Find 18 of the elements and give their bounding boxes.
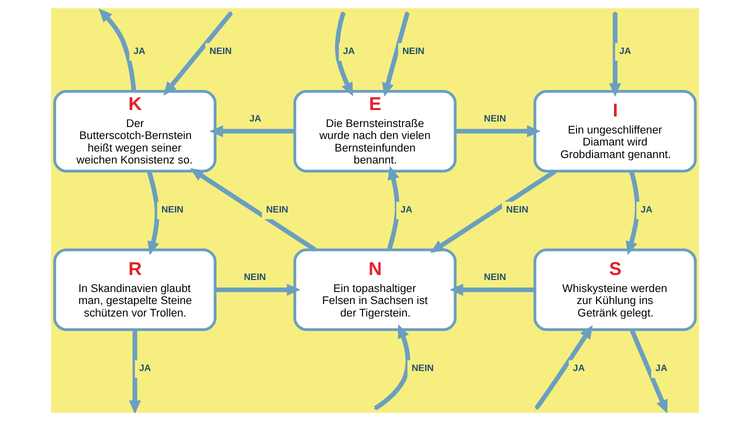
- edge-label: NEIN: [506, 204, 528, 214]
- edge-label: JA: [343, 46, 355, 56]
- edge-label: JA: [640, 204, 652, 214]
- edge-label: JA: [400, 204, 412, 214]
- edge-label: JA: [572, 362, 585, 373]
- edge-label: NEIN: [161, 204, 184, 214]
- edge-label: JA: [134, 46, 146, 56]
- edge-label: NEIN: [210, 46, 232, 56]
- edge-label: NEIN: [244, 272, 266, 282]
- edge-label: JA: [249, 114, 262, 124]
- edge-label: NEIN: [484, 272, 506, 282]
- edge-label: NEIN: [484, 114, 506, 124]
- edge-label: JA: [139, 362, 151, 373]
- edge-label: NEIN: [412, 362, 434, 373]
- edge-label: JA: [619, 46, 632, 56]
- edge-label: JA: [655, 362, 668, 373]
- edge-label: NEIN: [266, 204, 288, 214]
- edge-label: NEIN: [402, 46, 424, 56]
